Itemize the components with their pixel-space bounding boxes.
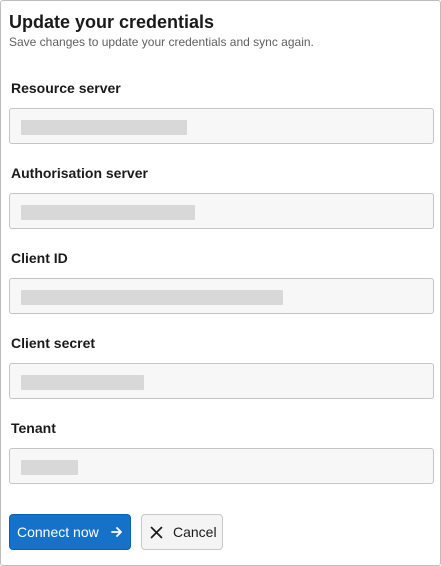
authorisation-server-field: Authorisation server <box>9 164 434 229</box>
redacted-value <box>21 460 78 475</box>
redacted-value <box>21 120 187 135</box>
redacted-value <box>21 375 144 390</box>
arrow-right-icon <box>110 526 123 538</box>
client-id-input[interactable] <box>9 278 434 314</box>
close-icon <box>150 526 163 539</box>
authorisation-server-label: Authorisation server <box>11 165 148 181</box>
client-secret-input[interactable] <box>9 363 434 399</box>
resource-server-input[interactable] <box>9 108 434 144</box>
dialog-subtitle: Save changes to update your credentials … <box>9 35 314 49</box>
tenant-input[interactable] <box>9 448 434 484</box>
client-secret-field: Client secret <box>9 334 434 399</box>
redacted-value <box>21 290 283 305</box>
resource-server-label: Resource server <box>11 80 121 96</box>
dialog-title: Update your credentials <box>9 12 215 32</box>
client-id-label: Client ID <box>11 250 68 266</box>
connect-now-button[interactable]: Connect now <box>9 514 131 550</box>
dialog-header: Update your credentials Save changes to … <box>9 11 314 50</box>
client-id-field: Client ID <box>9 249 434 314</box>
tenant-field: Tenant <box>9 419 434 484</box>
authorisation-server-input[interactable] <box>9 193 434 229</box>
cancel-label: Cancel <box>173 524 217 540</box>
connect-now-label: Connect now <box>17 524 99 540</box>
client-secret-label: Client secret <box>11 335 96 351</box>
tenant-label: Tenant <box>11 420 56 436</box>
redacted-value <box>21 205 195 220</box>
cancel-button[interactable]: Cancel <box>141 514 223 550</box>
resource-server-field: Resource server <box>9 79 434 144</box>
